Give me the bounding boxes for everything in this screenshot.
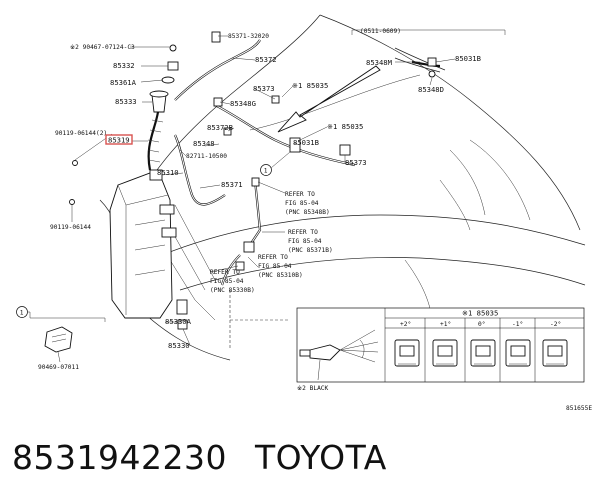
label-85348g: 85348G bbox=[230, 99, 256, 108]
svg-text:REFER TO: REFER TO bbox=[210, 269, 240, 276]
label-85361a: 85361A bbox=[110, 78, 137, 87]
label-85035-b: ※1 85035 bbox=[327, 122, 363, 131]
label-85333: 85333 bbox=[115, 97, 137, 106]
label-85035-a: ※1 85035 bbox=[292, 81, 328, 90]
svg-text:REFER TO: REFER TO bbox=[285, 191, 315, 198]
label-85031b: 85031B bbox=[293, 138, 319, 147]
nozzle-section-3 bbox=[470, 339, 496, 367]
svg-text:(PNC 85330B): (PNC 85330B) bbox=[210, 287, 255, 294]
pump-fittings bbox=[176, 299, 188, 330]
nozzle-section-5 bbox=[542, 339, 568, 367]
part-number: 8531942230 bbox=[12, 437, 227, 477]
angle-plus2: +2° bbox=[400, 320, 411, 328]
inset-85031b: 85031B bbox=[455, 54, 481, 63]
label-85330: 85330 bbox=[168, 341, 190, 350]
inset-date: (0511-0609) bbox=[360, 28, 401, 35]
part-footer: 8531942230 TOYOTA bbox=[12, 432, 387, 482]
angle-0: 0° bbox=[478, 320, 485, 328]
label-82711: 82711-10500 bbox=[186, 153, 227, 160]
washer-tank bbox=[109, 169, 177, 319]
figure-code: 851655E bbox=[566, 405, 592, 412]
inset-black-note: ※2 BLACK bbox=[297, 385, 329, 392]
label-85310: 85310 bbox=[157, 168, 179, 177]
brand-name: TOYOTA bbox=[254, 437, 387, 477]
label-85371-32020: 85371-32020 bbox=[228, 33, 269, 40]
label-85373-bottom: 85373 bbox=[345, 158, 367, 167]
svg-text:FIG 85-04: FIG 85-04 bbox=[210, 278, 244, 285]
refer-note-85310b: REFER TO FIG 85-04 (PNC 85310B) bbox=[258, 254, 303, 279]
nozzle-section-1 bbox=[394, 339, 420, 367]
parts-diagram: ※2 90467-07124-C3 85332 85361A 85333 901… bbox=[16, 14, 592, 412]
label-90467: ※2 90467-07124-C3 bbox=[70, 44, 135, 51]
svg-text:(PNC 85348B): (PNC 85348B) bbox=[285, 209, 330, 216]
label-85372: 85372 bbox=[255, 55, 277, 64]
label-85332: 85332 bbox=[113, 61, 135, 70]
angle-plus1: +1° bbox=[440, 320, 451, 328]
nozzle-section-4 bbox=[505, 339, 531, 367]
label-85373-top: 85373 bbox=[253, 84, 275, 93]
svg-text:(PNC 85371B): (PNC 85371B) bbox=[288, 247, 333, 254]
label-90119-2: 90119-06144(2) bbox=[55, 130, 107, 137]
label-85372b: 85372B bbox=[207, 123, 233, 132]
part-labels: ※2 90467-07124-C3 85332 85361A 85333 901… bbox=[38, 33, 367, 371]
label-85319-highlight: 85319 bbox=[108, 136, 130, 145]
filler-neck bbox=[147, 90, 169, 171]
svg-text:(PNC 85310B): (PNC 85310B) bbox=[258, 272, 303, 279]
label-85371: 85371 bbox=[221, 180, 243, 189]
highlight-box bbox=[105, 134, 133, 145]
inset-nozzle-angles: ※1 85035 +2° +1° 0° -1° -2° ※2 BLACK bbox=[296, 307, 585, 392]
inset-85348d: 85348D bbox=[418, 85, 444, 94]
angle-minus2: -2° bbox=[550, 320, 561, 328]
inset-85035-title: ※1 85035 bbox=[462, 309, 498, 318]
refer-note-85330b: REFER TO FIG 85-04 (PNC 85330B) bbox=[210, 269, 255, 294]
nozzle-section-2 bbox=[432, 339, 458, 367]
refer-note-85348b: REFER TO FIG 85-04 (PNC 85348B) bbox=[285, 191, 330, 216]
inset-callout-1: 1 bbox=[16, 306, 106, 363]
svg-text:FIG 85-04: FIG 85-04 bbox=[288, 238, 322, 245]
svg-text:FIG 85-04: FIG 85-04 bbox=[285, 200, 319, 207]
svg-text:REFER TO: REFER TO bbox=[288, 229, 318, 236]
label-90469: 90469-07011 bbox=[38, 364, 79, 371]
svg-text:REFER TO: REFER TO bbox=[258, 254, 288, 261]
nozzle-arrow bbox=[277, 65, 381, 133]
callout-1-main: 1 bbox=[260, 151, 291, 176]
cap-fasteners bbox=[69, 44, 179, 205]
angle-minus1: -1° bbox=[512, 320, 523, 328]
label-85348: 85348 bbox=[193, 139, 215, 148]
svg-text:1: 1 bbox=[20, 310, 24, 317]
label-85330a: 85330A bbox=[165, 317, 192, 326]
inset-nozzle: (0511-0609) 85348M 85031B 85348D bbox=[351, 28, 506, 94]
refer-note-85371b: REFER TO FIG 85-04 (PNC 85371B) bbox=[288, 229, 333, 254]
inset-85348m: 85348M bbox=[366, 58, 393, 67]
label-90119: 90119-06144 bbox=[50, 224, 91, 231]
refer-notes: REFER TO FIG 85-04 (PNC 85348B) REFER TO… bbox=[210, 191, 333, 294]
svg-text:FIG 85-04: FIG 85-04 bbox=[258, 263, 292, 270]
svg-text:1: 1 bbox=[264, 168, 268, 175]
